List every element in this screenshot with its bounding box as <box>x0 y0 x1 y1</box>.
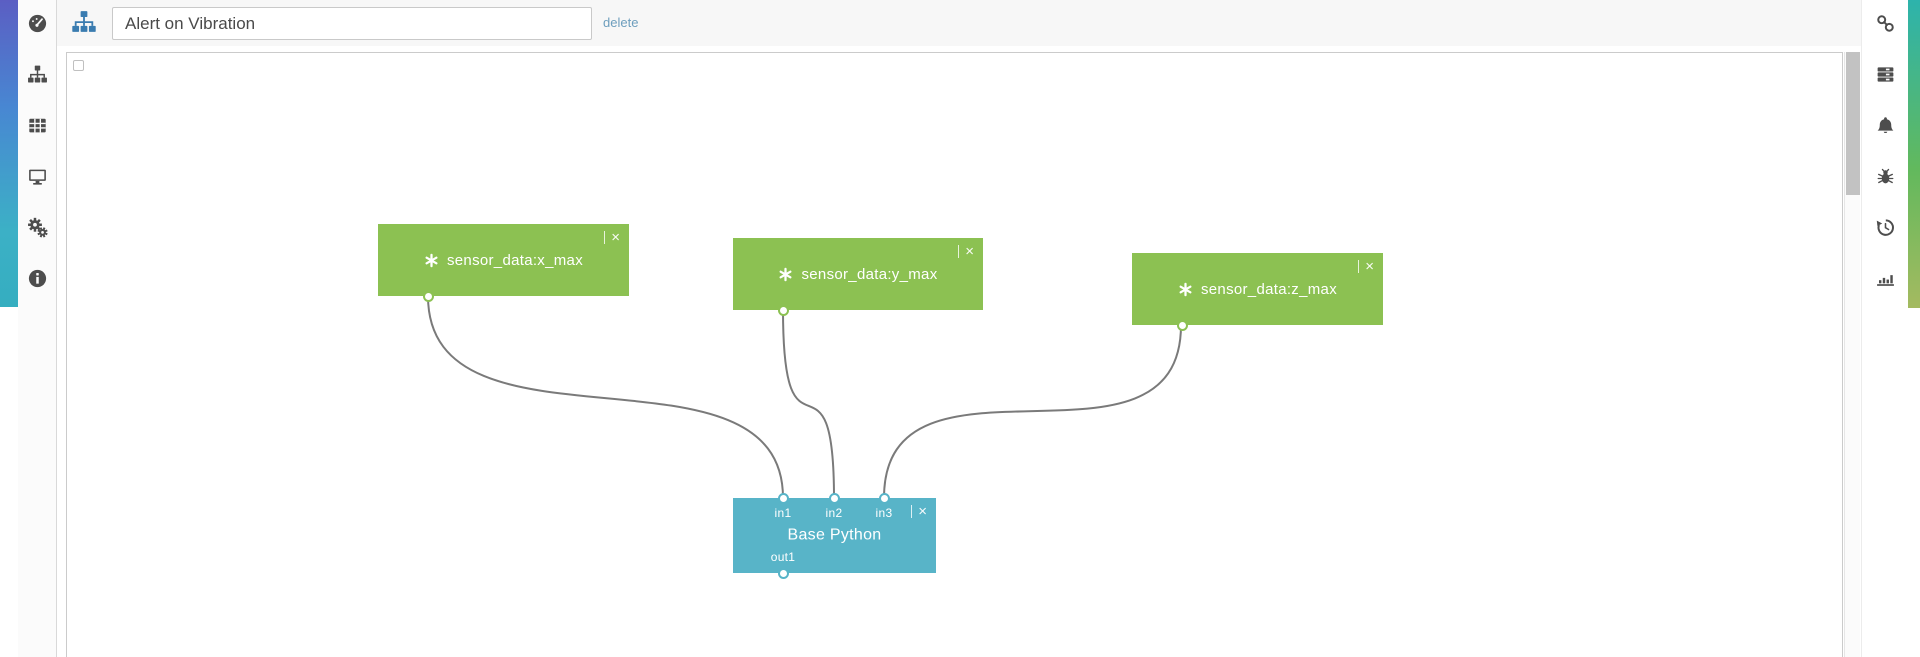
node-title: sensor_data:z_max <box>1200 280 1337 298</box>
link-icon <box>1875 13 1896 39</box>
input-port-label: in3 <box>875 506 893 520</box>
sidebar-item-info[interactable] <box>18 255 57 306</box>
topbar: delete <box>57 0 1861 46</box>
scrollbar-thumb[interactable] <box>1846 52 1860 195</box>
node-title: Base Python <box>787 525 882 543</box>
asterisk-icon <box>778 267 793 282</box>
node-close-button[interactable]: × <box>958 243 974 260</box>
close-divider <box>958 245 960 258</box>
flow-node-sensor-data-z-max[interactable]: sensor_data:z_max × <box>1132 253 1383 331</box>
close-icon[interactable]: × <box>611 229 620 246</box>
close-divider <box>911 505 913 518</box>
canvas-scrollbar[interactable] <box>1844 52 1860 657</box>
sidebar-item-flows[interactable] <box>18 51 57 102</box>
right-gradient-strip <box>1908 0 1920 308</box>
close-divider <box>604 231 606 244</box>
canvas-select-checkbox[interactable] <box>73 60 84 71</box>
flow-node-sensor-data-y-max[interactable]: sensor_data:y_max × <box>733 238 983 316</box>
sidebar-item-tables[interactable] <box>18 102 57 153</box>
input-port-in1[interactable] <box>777 492 789 504</box>
delete-flow-link[interactable]: delete <box>603 15 639 30</box>
right-toolbar <box>1861 0 1908 657</box>
flow-sitemap-icon <box>71 9 97 35</box>
close-divider <box>1358 260 1360 273</box>
node-title: sensor_data:x_max <box>446 251 583 269</box>
sidebar-item-servers[interactable] <box>1862 51 1909 102</box>
history-icon <box>1875 217 1896 243</box>
info-icon <box>27 268 48 294</box>
sidebar-item-stats[interactable] <box>1862 255 1909 306</box>
desktop-icon <box>27 166 48 192</box>
input-port-label: in1 <box>774 506 792 520</box>
tachometer-icon <box>27 13 48 39</box>
sidebar-item-history[interactable] <box>1862 204 1909 255</box>
bug-icon <box>1875 166 1896 192</box>
asterisk-icon <box>1178 282 1193 297</box>
flow-node-sensor-data-x-max[interactable]: sensor_data:x_max × <box>378 224 629 302</box>
sidebar-item-displays[interactable] <box>18 153 57 204</box>
output-port-out[interactable] <box>422 290 434 302</box>
sidebar-item-alerts[interactable] <box>1862 102 1909 153</box>
sidebar-item-debug[interactable] <box>1862 153 1909 204</box>
input-port-in3[interactable] <box>878 492 890 504</box>
bell-icon <box>1875 115 1896 141</box>
node-title: sensor_data:y_max <box>801 265 938 283</box>
output-port-label: out1 <box>770 550 796 564</box>
close-icon[interactable]: × <box>1365 258 1374 275</box>
sidebar-item-link[interactable] <box>1862 0 1909 51</box>
sidebar-item-settings[interactable] <box>18 204 57 255</box>
input-port-label: in2 <box>825 506 843 520</box>
connection-wire[interactable] <box>782 309 835 499</box>
flow-canvas[interactable]: sensor_data:x_max×sensor_data:y_max×sens… <box>66 52 1843 657</box>
table-icon <box>27 115 48 141</box>
server-icon <box>1875 64 1896 90</box>
sitemap-icon <box>27 64 48 90</box>
output-port-out[interactable] <box>1176 319 1188 331</box>
input-port-in2[interactable] <box>828 492 840 504</box>
close-icon[interactable]: × <box>918 503 927 520</box>
asterisk-icon <box>424 253 439 268</box>
connection-wire[interactable] <box>883 324 1182 499</box>
bar-chart-icon <box>1875 268 1896 294</box>
connection-wire[interactable] <box>427 295 784 499</box>
node-close-button[interactable]: × <box>911 503 927 520</box>
left-sidebar <box>18 0 57 657</box>
node-close-button[interactable]: × <box>604 229 620 246</box>
output-port-out[interactable] <box>777 304 789 316</box>
close-icon[interactable]: × <box>965 243 974 260</box>
output-port-out1[interactable] <box>777 567 789 579</box>
cogs-icon <box>27 217 48 243</box>
sidebar-item-dashboard[interactable] <box>18 0 57 51</box>
node-close-button[interactable]: × <box>1358 258 1374 275</box>
flow-name-input[interactable] <box>112 7 592 40</box>
left-gradient-strip <box>0 0 18 307</box>
